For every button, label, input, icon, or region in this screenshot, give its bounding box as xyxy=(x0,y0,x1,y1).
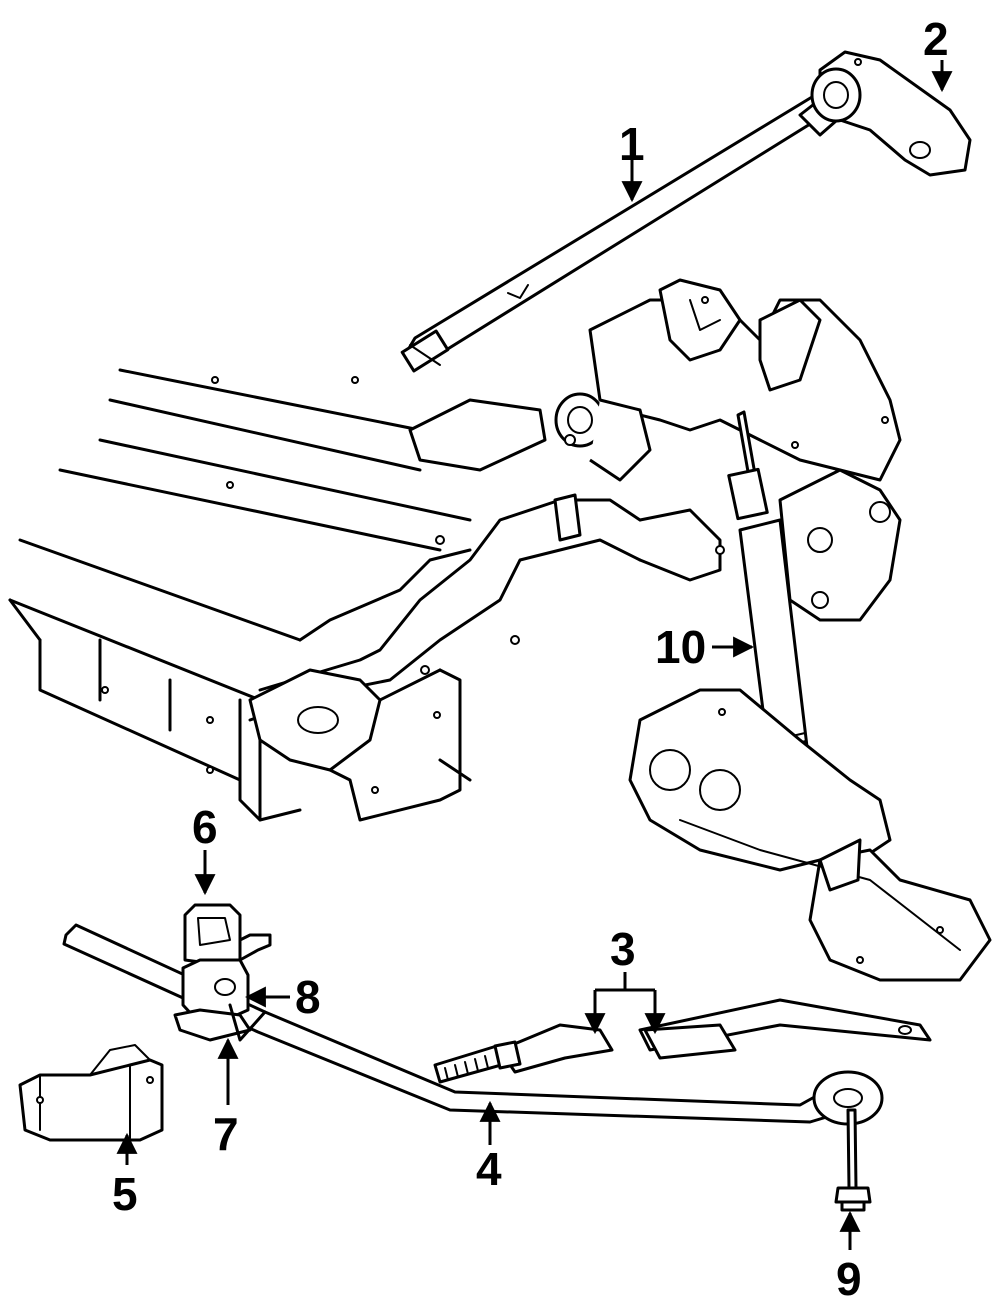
torsion-support xyxy=(810,50,972,177)
callout-7: 7 xyxy=(213,1108,239,1160)
callout-1: 1 xyxy=(619,118,645,170)
leader-lines xyxy=(116,60,953,1250)
callout-4: 4 xyxy=(476,1143,502,1195)
callout-9: 9 xyxy=(836,1253,862,1305)
callout-labels: 1 2 3 4 5 6 7 8 9 10 xyxy=(112,13,949,1305)
upper-arm-assembly xyxy=(554,278,902,622)
callout-8: 8 xyxy=(295,971,321,1023)
callout-2: 2 xyxy=(923,13,949,65)
callout-5: 5 xyxy=(112,1168,138,1220)
lower-control-arm xyxy=(628,688,992,982)
link-bolt xyxy=(834,1108,872,1212)
frame-assembly xyxy=(8,368,642,822)
callout-10: 10 xyxy=(655,621,706,673)
callout-3: 3 xyxy=(610,923,636,975)
link-bushings xyxy=(433,1023,737,1084)
frame-bracket xyxy=(18,1044,164,1142)
callout-6: 6 xyxy=(192,801,218,853)
stabilizer-clamp xyxy=(173,903,272,1042)
